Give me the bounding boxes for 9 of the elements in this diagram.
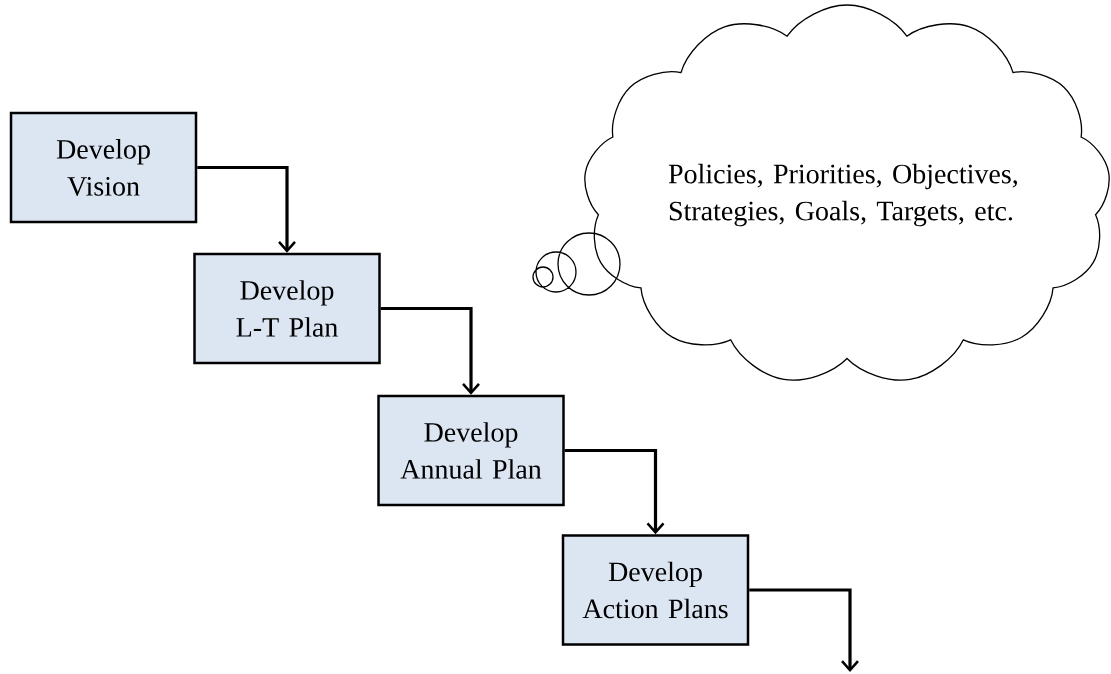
process-box: Develop Action Plans (561, 534, 750, 646)
arrow (749, 588, 859, 672)
thought-cloud: Policies, Priorities, Objectives, Strategies, Goals, Targets, etc. (532, 4, 1110, 381)
arrow (197, 165, 296, 253)
process-box: Develop L-T Plan (193, 252, 381, 365)
process-box: Develop Vision (9, 111, 198, 224)
process-box: Develop Annual Plan (377, 394, 565, 507)
arrow (380, 306, 480, 395)
arrow (564, 448, 665, 535)
